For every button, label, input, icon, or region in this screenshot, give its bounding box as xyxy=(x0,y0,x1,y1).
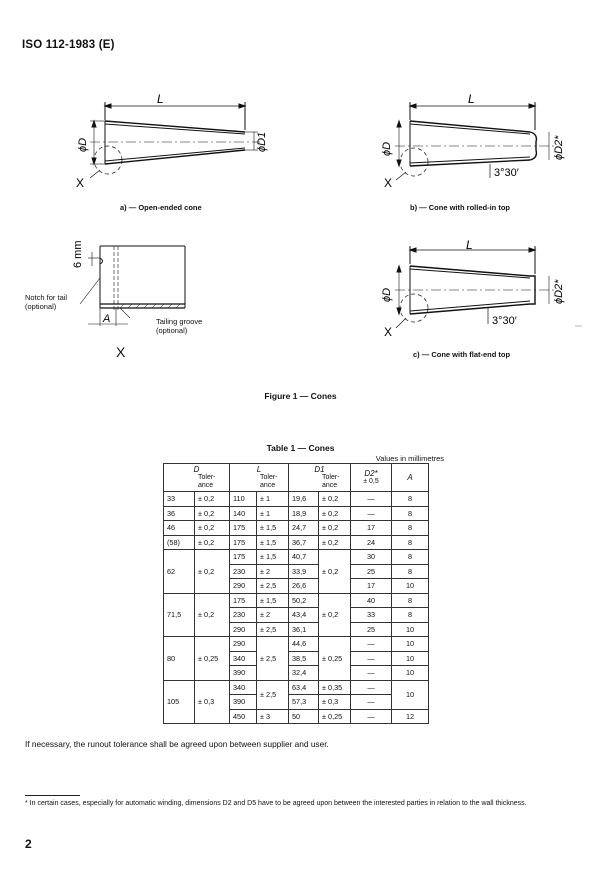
footnote-divider xyxy=(25,795,80,796)
cones-table: D Toler-ance L Toler-ance D1 Toler-ance … xyxy=(163,463,429,724)
dim-6mm-label: 6 mm xyxy=(72,241,84,269)
dim-D-label: ϕD xyxy=(381,288,393,302)
notch-label: Notch for tail (optional) xyxy=(25,293,68,311)
figure-detail-x: 6 mm A xyxy=(72,241,186,326)
table-caption: Table 1 — Cones xyxy=(266,443,335,453)
caption-b: b) — Cone with rolled-in top xyxy=(410,203,510,212)
table-row: 105 ± 0,3 340 ± 2,5 63,4 ± 0,35 — 10 xyxy=(163,679,429,724)
detail-title: X xyxy=(116,344,126,360)
page-number: 2 xyxy=(25,837,32,851)
caption-c: c) — Cone with flat-end top xyxy=(413,350,511,359)
header-L: L Toler-ance xyxy=(229,463,289,492)
detail-X-label: X xyxy=(384,325,392,339)
caption-a: a) — Open-ended cone xyxy=(120,203,202,212)
table-row: 36± 0,2 140± 1 18,9± 0,2 —8 xyxy=(163,505,429,521)
dim-D-label: ϕD xyxy=(381,142,393,156)
dim-L-label: L xyxy=(468,92,475,106)
detail-X-label: X xyxy=(76,176,84,190)
table-row: 450 ± 3 50 ± 0,25 — 12 xyxy=(164,708,429,724)
dim-L-label: L xyxy=(157,92,164,106)
angle-label: 3°30′ xyxy=(494,167,519,179)
groove-label: Tailing groove (optional) xyxy=(156,317,203,335)
dim-A-label: A xyxy=(102,313,110,325)
figure-caption: Figure 1 — Cones xyxy=(264,391,337,401)
dim-L-label: L xyxy=(466,238,473,252)
table-header-row: D Toler-ance L Toler-ance D1 Toler-ance … xyxy=(163,463,429,492)
header-D2: D2* ± 0,5 xyxy=(350,463,392,492)
table-row: 390 32,4 —10 xyxy=(164,665,429,681)
figure-rolled-in-cone: L ϕD ϕD2* 3°30′ X xyxy=(381,92,565,190)
runout-note: If necessary, the runout tolerance shall… xyxy=(25,739,329,749)
table-row: 33± 0,2 110± 1 19,6± 0,2 —8 xyxy=(163,491,429,507)
detail-X-label: X xyxy=(384,176,392,190)
header-D1: D1 Toler-ance xyxy=(288,463,351,492)
header-A: A xyxy=(391,463,429,492)
figure-open-ended-cone: L ϕD ϕD1 X xyxy=(76,92,268,190)
dim-D1-label: ϕD1 xyxy=(256,132,268,152)
dim-D2-label: ϕD2* xyxy=(553,135,565,160)
header-D: D Toler-ance xyxy=(163,463,230,492)
table-units: Values in millimetres xyxy=(375,454,444,463)
footnote: * In certain cases, especially for autom… xyxy=(25,800,527,807)
document-header: ISO 112-1983 (E) xyxy=(22,39,115,51)
figure-flat-end-cone: L ϕD ϕD2* 3°30′ X xyxy=(381,238,582,339)
dim-D-label: ϕD xyxy=(77,138,89,152)
table-row: 80 ± 0,25 290 ± 2,5 44,6 ± 0,25 —10 xyxy=(163,636,429,681)
dim-D2-label: ϕD2* xyxy=(553,279,565,304)
angle-label: 3°30′ xyxy=(492,315,517,327)
